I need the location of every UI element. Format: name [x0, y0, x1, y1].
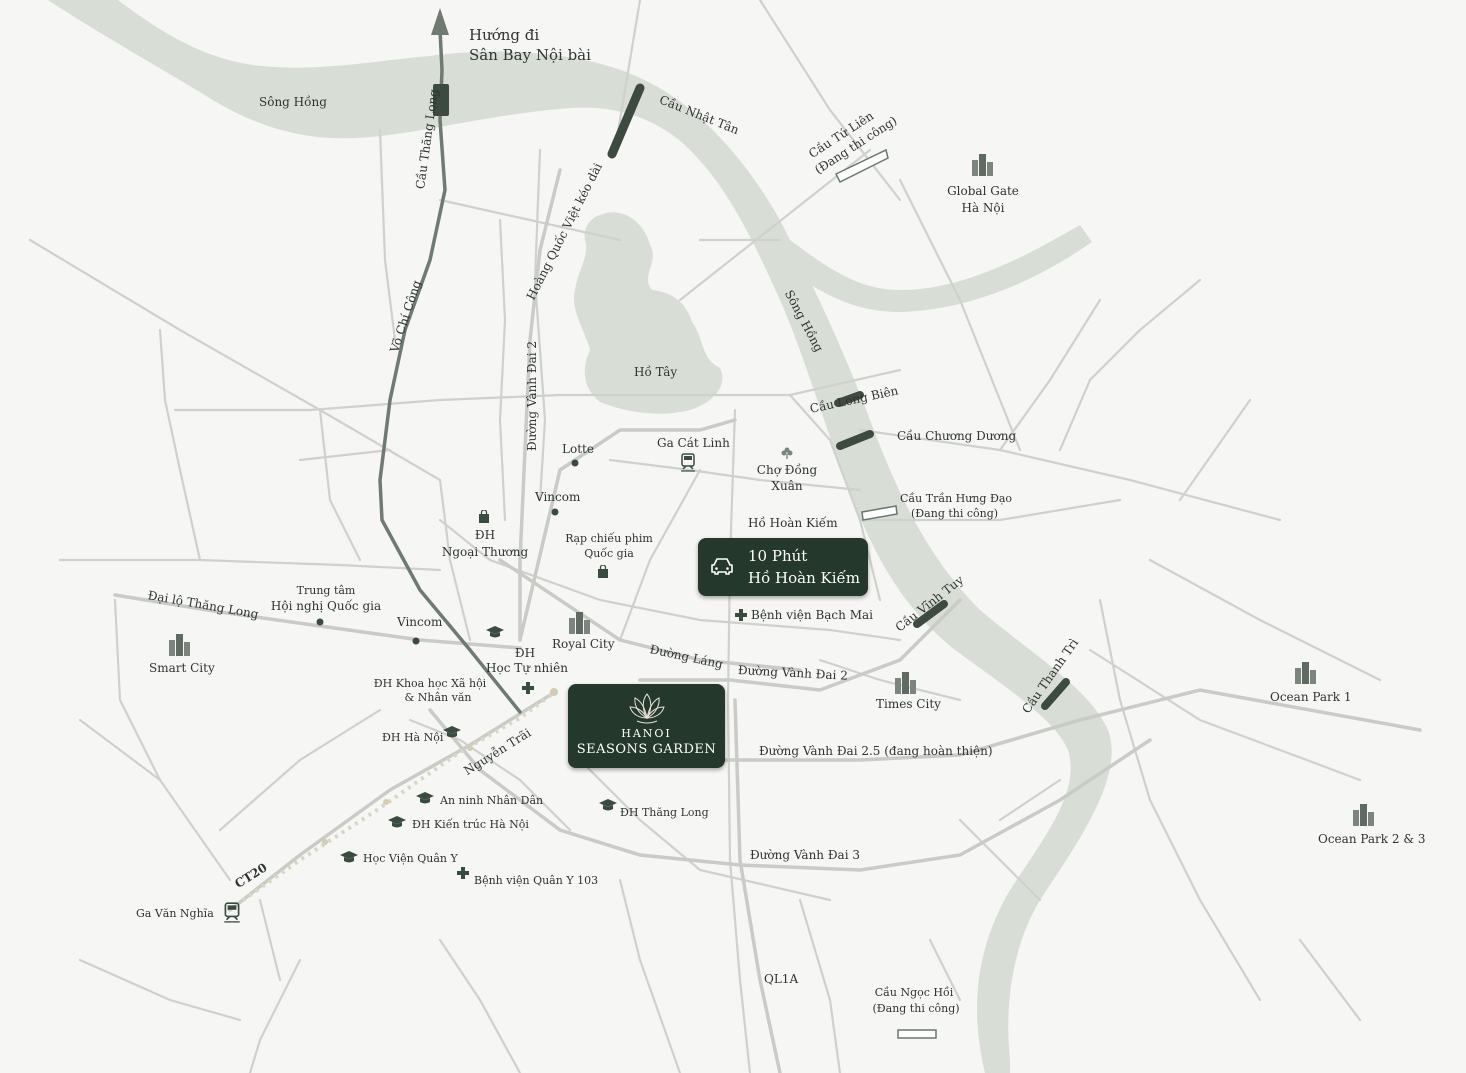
- place-ocean-park-1: Ocean Park 1: [1270, 690, 1352, 704]
- place-dh-ha-noi: ĐH Hà Nội: [382, 731, 444, 744]
- place-dh-khxh-2: & Nhân văn: [404, 691, 472, 704]
- place-dh-hoc-tu-nhien-1: ĐH: [514, 646, 536, 660]
- car-icon: [711, 558, 733, 575]
- project-name-line2: SEASONS GARDEN: [576, 742, 717, 757]
- place-smart-city: Smart City: [149, 661, 215, 675]
- bridge-ngoc-hoi-label-2: (Đang thi công): [872, 1002, 960, 1015]
- location-dot-icon: [551, 508, 559, 516]
- shopping-bag-icon: [479, 510, 489, 523]
- place-vincom-2: Vincom: [397, 615, 443, 629]
- place-rap-chieu-phim-1: Rạp chiếu phim: [565, 532, 653, 545]
- lotus-icon: [629, 693, 665, 724]
- place-dh-thang-long: ĐH Thăng Long: [620, 806, 709, 819]
- bridge-tran-hung-dao-label-1: Cầu Trần Hưng Đạo: [900, 492, 1013, 505]
- place-benh-vien-quan-y: Bệnh viện Quân Y 103: [474, 874, 599, 887]
- airport-direction-line1: Hướng đi: [469, 26, 540, 44]
- building-icon: [972, 154, 993, 176]
- train-icon: [681, 453, 695, 472]
- place-dh-hoc-tu-nhien-2: Học Tự nhiên: [486, 661, 568, 675]
- building-icon: [569, 612, 590, 634]
- airport-direction-line2: Sân Bay Nội bài: [469, 46, 591, 64]
- west-lake: [573, 212, 723, 414]
- place-cho-dong-xuan-1: Chợ Đồng: [756, 463, 818, 477]
- shopping-bag-icon: [598, 565, 608, 578]
- bridges: [433, 83, 1070, 710]
- place-ho-hoan-kiem: Hồ Hoàn Kiếm: [748, 516, 838, 530]
- building-icon: [895, 672, 916, 694]
- place-global-gate-2: Hà Nội: [961, 201, 1005, 215]
- place-global-gate-1: Global Gate: [947, 184, 1019, 198]
- place-vincom-1: Vincom: [535, 490, 581, 504]
- drive-time-value: 10 Phút: [748, 547, 808, 565]
- bridges-under-construction: [834, 148, 937, 1039]
- place-dh-ngoai-thuong-1: ĐH: [474, 528, 496, 542]
- lake-label: Hồ Tây: [634, 365, 678, 379]
- place-dh-ngoai-thuong-2: Ngoại Thương: [441, 545, 529, 559]
- place-lotte: Lotte: [562, 442, 594, 456]
- place-ocean-park-23: Ocean Park 2 & 3: [1318, 832, 1426, 846]
- place-dh-kien-truc: ĐH Kiến trúc Hà Nội: [412, 818, 529, 831]
- drive-time-destination: Hồ Hoàn Kiếm: [748, 569, 860, 587]
- airport-arrow: [431, 8, 449, 35]
- location-dot-icon: [571, 459, 579, 467]
- railway-line: [234, 690, 557, 907]
- river-label-1: Sông Hồng: [259, 95, 327, 109]
- red-river: [48, 0, 1112, 1073]
- graduation-cap-icon: [486, 626, 504, 638]
- bridge-ngoc-hoi-label-1: Cầu Ngọc Hồi: [874, 986, 954, 999]
- location-dot-icon: [412, 637, 420, 645]
- red-river-branch: [778, 225, 1092, 312]
- graduation-cap-icon: [340, 851, 358, 863]
- graduation-cap-icon: [416, 792, 434, 804]
- place-cho-dong-xuan-2: Xuân: [771, 479, 803, 493]
- place-ga-van-nghia: Ga Văn Nghĩa: [136, 907, 214, 920]
- place-trung-tam-hoi-nghi-1: Trung tâm: [296, 584, 356, 597]
- graduation-cap-icon: [443, 726, 461, 738]
- bridge-tran-hung-dao-label-2: (Đang thi công): [911, 507, 999, 520]
- place-rap-chieu-phim-2: Quốc gia: [584, 547, 634, 560]
- location-dot-icon: [316, 618, 324, 626]
- graduation-cap-icon: [388, 816, 406, 828]
- market-icon: [781, 447, 793, 459]
- place-an-ninh-nhan-dan: An ninh Nhân Dân: [440, 794, 544, 807]
- road-ql1a: QL1A: [764, 972, 799, 986]
- graduation-cap-icon: [599, 799, 617, 811]
- place-dh-khxh-1: ĐH Khoa học Xã hội: [373, 677, 487, 690]
- place-royal-city: Royal City: [552, 637, 615, 651]
- place-hoc-vien-quan-y: Học Viện Quân Y: [363, 852, 458, 865]
- place-benh-vien-bach-mai: Bệnh viện Bạch Mai: [751, 608, 873, 622]
- road-vanh-dai-3: Đường Vành Đai 3: [750, 848, 860, 862]
- project-name-line1: HANOI: [621, 727, 672, 740]
- hospital-cross-icon: [735, 609, 747, 621]
- bridge-chuong-duong-label: Cầu Chương Dương: [897, 429, 1017, 443]
- hospital-cross-icon: [522, 682, 534, 694]
- place-ga-cat-linh: Ga Cát Linh: [657, 436, 730, 450]
- building-icon: [169, 634, 190, 656]
- project-callout: HANOI SEASONS GARDEN: [568, 684, 725, 768]
- place-times-city: Times City: [876, 697, 941, 711]
- road-vanh-dai-2-vertical: Đường Vành Đai 2: [525, 341, 539, 451]
- hospital-cross-icon: [457, 867, 469, 879]
- place-trung-tam-hoi-nghi-2: Hội nghị Quốc gia: [270, 599, 382, 613]
- building-icon: [1295, 662, 1316, 684]
- main-roads: [113, 168, 1422, 1073]
- building-icon: [1353, 804, 1374, 826]
- train-icon: [224, 902, 240, 923]
- road-vanh-dai-25: Đường Vành Đai 2.5 (đang hoàn thiện): [759, 744, 993, 758]
- drive-time-callout: 10 Phút Hồ Hoàn Kiếm: [698, 538, 868, 596]
